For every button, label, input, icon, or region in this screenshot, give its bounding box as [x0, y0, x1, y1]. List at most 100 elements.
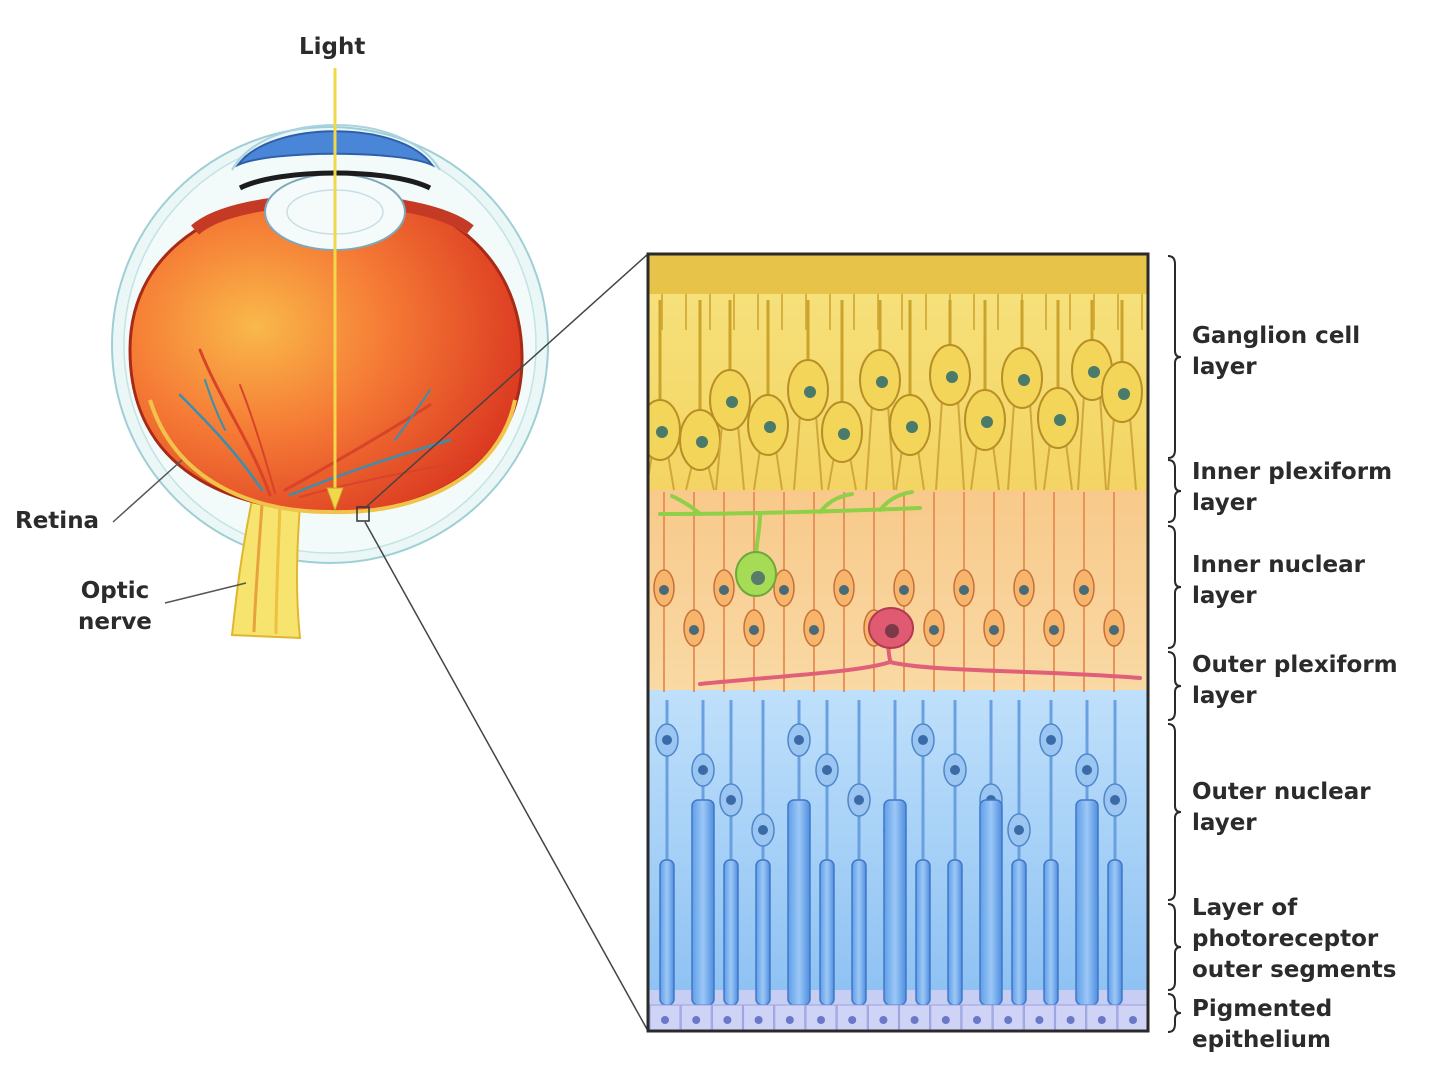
light-label: Light: [299, 34, 366, 60]
layer-label-line: Inner plexiform: [1192, 459, 1393, 485]
pigmented-epithelium-label: Pigmented epithelium: [1192, 994, 1332, 1056]
cone-outer-segment: [787, 799, 811, 1006]
ganglion-nucleus: [906, 421, 918, 433]
photoreceptor-nucleus: [726, 795, 736, 805]
layer-label-line: Layer of: [1192, 895, 1298, 921]
ganglion-nucleus: [1054, 414, 1066, 426]
epithelial-nucleus: [1066, 1016, 1075, 1024]
photoreceptor-nucleus: [1082, 765, 1092, 775]
retinal-vessels: [178, 348, 471, 498]
rod-outer-segment: [947, 859, 963, 1006]
rod-outer-segment: [1107, 859, 1123, 1006]
outer-nuclear-layer-label: Outer nuclear layer: [1192, 777, 1371, 839]
photoreceptor-outer-segments-label: Layer of photoreceptor outer segments: [1192, 893, 1397, 986]
rod-outer-segment: [755, 859, 771, 1006]
photoreceptor-nucleus: [918, 735, 928, 745]
ganglion-nucleus: [1118, 388, 1130, 400]
ganglion-nucleus: [696, 436, 708, 448]
ganglion-nucleus: [1088, 366, 1100, 378]
layer-label-line: layer: [1192, 354, 1257, 380]
photoreceptor-nucleus: [794, 735, 804, 745]
photoreceptor-nucleus: [822, 765, 832, 775]
bipolar-nucleus: [1109, 625, 1119, 635]
layer-label-line: Outer plexiform: [1192, 652, 1398, 678]
light-arrow: [326, 68, 344, 512]
layer-brace: [1167, 459, 1182, 523]
rod-outer-segment: [1011, 859, 1027, 1006]
bipolar-nucleus: [1049, 625, 1059, 635]
epithelial-nucleus: [848, 1016, 857, 1024]
rod-outer-segment: [723, 859, 739, 1006]
ganglion-dendrite: [685, 464, 715, 491]
epithelial-nucleus: [941, 1016, 950, 1024]
retina-leader-line: [112, 459, 183, 523]
bipolar-nucleus: [659, 585, 669, 595]
bipolar-nucleus: [989, 625, 999, 635]
photoreceptor-nucleus: [698, 765, 708, 775]
eyeball: [111, 124, 549, 640]
bipolar-nucleus: [689, 625, 699, 635]
ganglion-nucleus: [981, 416, 993, 428]
optic-nerve-label: Optic nerve: [78, 576, 152, 638]
ganglion-dendrite: [715, 424, 745, 491]
bipolar-nucleus: [959, 585, 969, 595]
epithelial-nucleus: [661, 1016, 669, 1024]
rod-outer-segment: [1043, 859, 1059, 1006]
layer-label-line: photoreceptor: [1192, 926, 1379, 952]
epithelial-nucleus: [785, 1016, 794, 1024]
ganglion-dendrite: [1007, 402, 1037, 491]
layer-label-line: layer: [1192, 683, 1257, 709]
bipolar-nucleus: [839, 585, 849, 595]
layer-brace: [1167, 525, 1182, 649]
optic-nerve: [230, 498, 302, 640]
ganglion-nucleus: [838, 428, 850, 440]
rod-outer-segment: [659, 859, 675, 1006]
ganglion-dendrite: [865, 404, 895, 491]
layer-label-line: Inner nuclear: [1192, 552, 1365, 578]
epithelial-nucleus: [1035, 1016, 1044, 1024]
ganglion-cell-layer-label: Ganglion cell layer: [1192, 321, 1360, 383]
layer-brace: [1167, 903, 1182, 991]
layer-label-line: layer: [1192, 583, 1257, 609]
photoreceptor-nucleus: [758, 825, 768, 835]
bipolar-nucleus: [1079, 585, 1089, 595]
optic-nerve-label-line: Optic: [80, 578, 150, 604]
amacrine-cell: [658, 490, 922, 597]
rod-outer-segment: [819, 859, 835, 1006]
bipolar-nucleus: [1019, 585, 1029, 595]
photoreceptor-nucleus: [1046, 735, 1056, 745]
epithelial-nucleus: [973, 1016, 981, 1024]
photoreceptor-nucleus: [1014, 825, 1024, 835]
retina-panel-frame: [646, 252, 1150, 1033]
ganglion-dendrite: [827, 456, 857, 491]
epithelial-cell: [711, 1004, 743, 1031]
ganglion-dendrite: [970, 444, 1000, 491]
cone-outer-segment: [883, 799, 907, 1006]
photoreceptor-nucleus: [1110, 795, 1120, 805]
ganglion-dendrite: [753, 449, 783, 491]
ganglion-dendrite: [793, 414, 823, 491]
ganglion-nucleus: [764, 421, 776, 433]
layer-label-line: layer: [1192, 490, 1257, 516]
layer-label-line: Pigmented: [1192, 996, 1333, 1022]
layer-label-line: Ganglion cell: [1192, 323, 1361, 349]
inner-plexiform-layer-label: Inner plexiform layer: [1192, 457, 1392, 519]
cone-outer-segment: [691, 799, 715, 1006]
cone-outer-segment: [979, 799, 1003, 1006]
ganglion-nucleus: [804, 386, 816, 398]
outer-plexiform-layer-label: Outer plexiform layer: [1192, 650, 1398, 712]
layer-brace: [1167, 723, 1182, 901]
cone-outer-segment: [1075, 799, 1099, 1006]
rod-outer-segment: [915, 859, 931, 1006]
epithelial-nucleus: [879, 1016, 888, 1024]
epithelial-nucleus: [910, 1016, 919, 1024]
bipolar-nucleus: [929, 625, 939, 635]
retina-rim: [148, 399, 517, 515]
zoom-line-bottom: [364, 521, 649, 1032]
epithelial-nucleus: [1004, 1016, 1013, 1024]
zoom-line-top: [364, 253, 649, 509]
layer-label-line: Outer nuclear: [1192, 779, 1371, 805]
retina-label: Retina: [15, 508, 100, 534]
epithelial-nucleus: [754, 1016, 763, 1024]
